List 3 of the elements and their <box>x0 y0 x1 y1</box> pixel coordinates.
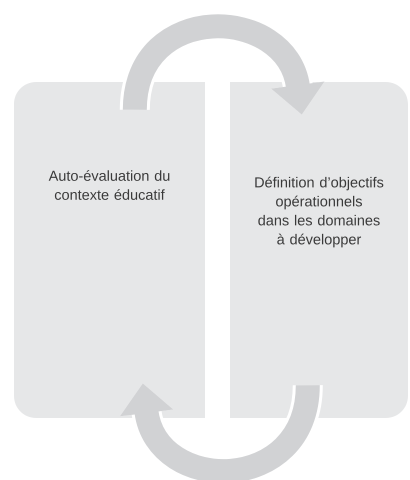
process-box: Définition d’objectifs opérationnels dans les domaines à développer <box>209 82 408 418</box>
process-box: Auto-évaluation du contexte éducatif <box>14 82 226 418</box>
curved-arrow <box>120 383 323 480</box>
